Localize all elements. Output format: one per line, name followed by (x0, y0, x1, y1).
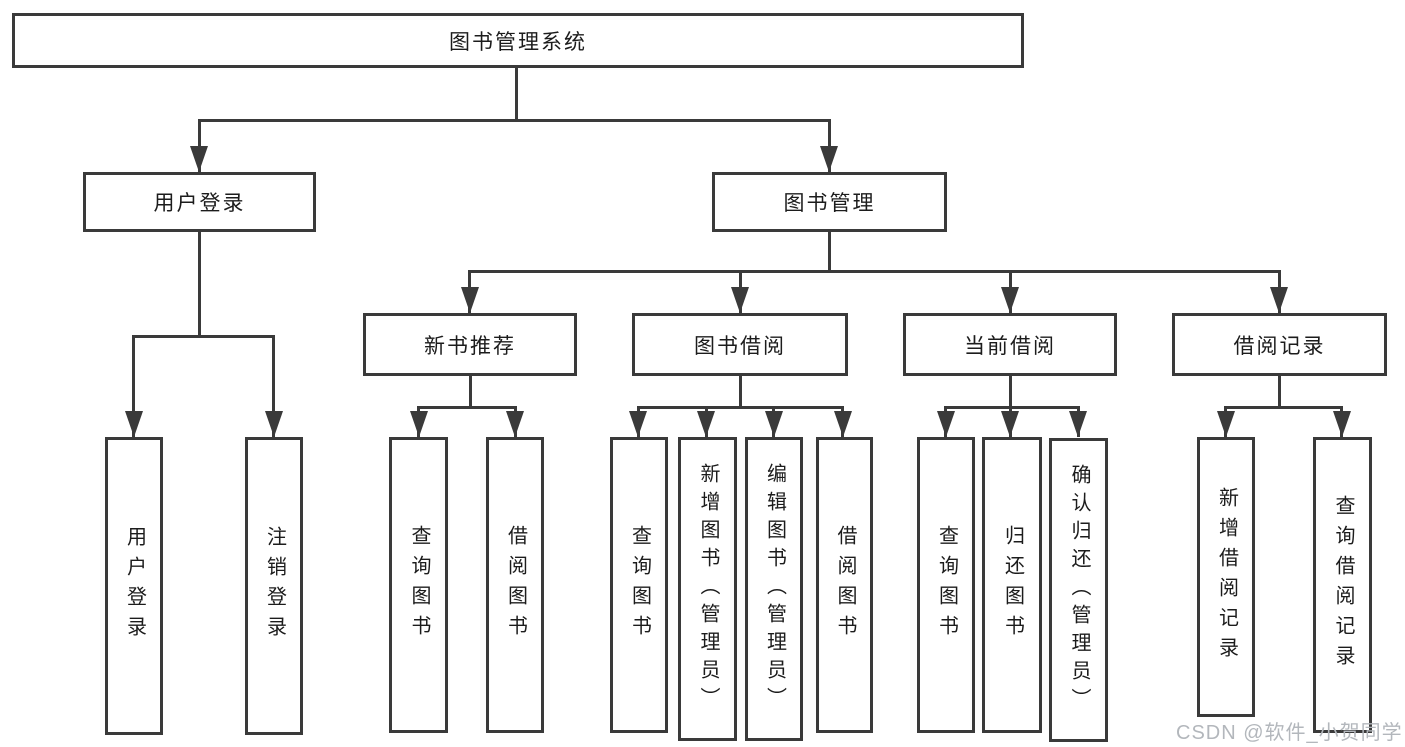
leaf-user-login: 用户登录 (105, 437, 163, 735)
arrow-down-icon (937, 411, 955, 437)
arrow-down-icon (820, 146, 838, 172)
leaf-label: 编辑图书（管理员） (763, 463, 786, 715)
connector-line (468, 270, 1281, 273)
connector-line (272, 335, 275, 437)
connector-line (828, 119, 831, 172)
arrow-down-icon (1270, 287, 1288, 313)
leaf-label: 查询借阅记录 (1332, 495, 1354, 675)
leaf-logout: 注销登录 (245, 437, 303, 735)
node-book-management: 图书管理 (712, 172, 947, 232)
connector-line (132, 335, 275, 338)
connector-line (828, 232, 831, 273)
arrow-down-icon (834, 411, 852, 437)
leaf-borrow-add-book-admin: 新增图书（管理员） (678, 437, 737, 741)
leaf-label: 查询图书 (408, 525, 430, 645)
arrow-down-icon (765, 411, 783, 437)
leaf-records-add-record: 新增借阅记录 (1197, 437, 1255, 717)
arrow-down-icon (506, 411, 524, 437)
leaf-label: 确认归还（管理员） (1068, 464, 1090, 716)
arrow-down-icon (410, 411, 428, 437)
node-book-borrowing: 图书借阅 (632, 313, 848, 376)
arrow-down-icon (1217, 411, 1235, 437)
node-borrowing-records: 借阅记录 (1172, 313, 1387, 376)
leaf-borrow-borrow-books: 借阅图书 (816, 437, 873, 733)
leaf-label: 查询图书 (935, 525, 958, 645)
node-new-book-recommend: 新书推荐 (363, 313, 577, 376)
watermark: CSDN @软件_小贺同学 (1176, 722, 1403, 744)
leaf-label: 新增借阅记录 (1215, 487, 1238, 667)
leaf-current-query-books: 查询图书 (917, 437, 975, 733)
leaf-borrow-query-books: 查询图书 (610, 437, 668, 733)
connector-line (469, 375, 472, 409)
leaf-recommend-query-books: 查询图书 (389, 437, 448, 733)
leaf-current-return-books: 归还图书 (982, 437, 1042, 733)
connector-line (739, 375, 742, 409)
leaf-current-confirm-return-admin: 确认归还（管理员） (1049, 438, 1108, 742)
arrow-down-icon (190, 146, 208, 172)
connector-line (198, 119, 201, 172)
leaf-label: 新增图书（管理员） (697, 463, 719, 715)
leaf-label: 归还图书 (1001, 525, 1024, 645)
arrow-down-icon (629, 411, 647, 437)
arrow-down-icon (125, 411, 143, 437)
arrow-down-icon (731, 287, 749, 313)
leaf-recommend-borrow-books: 借阅图书 (486, 437, 544, 733)
connector-line (1224, 406, 1343, 409)
node-library-system: 图书管理系统 (12, 13, 1024, 68)
leaf-borrow-edit-book-admin: 编辑图书（管理员） (745, 437, 803, 741)
arrow-down-icon (1001, 411, 1019, 437)
connector-line (944, 406, 1080, 409)
leaf-label: 查询图书 (628, 525, 651, 645)
node-current-borrowing: 当前借阅 (903, 313, 1117, 376)
leaf-records-query-record: 查询借阅记录 (1313, 437, 1372, 733)
arrow-down-icon (461, 287, 479, 313)
leaf-label: 借阅图书 (834, 525, 856, 645)
connector-line (132, 335, 135, 437)
leaf-label: 借阅图书 (504, 525, 527, 645)
arrow-down-icon (697, 411, 715, 437)
connector-line (417, 406, 517, 409)
connector-line (637, 406, 844, 409)
arrow-down-icon (1333, 411, 1351, 437)
arrow-down-icon (1069, 411, 1087, 437)
arrow-down-icon (1001, 287, 1019, 313)
connector-line (1278, 375, 1281, 409)
arrow-down-icon (265, 411, 283, 437)
leaf-label: 注销登录 (263, 526, 286, 646)
connector-line (1009, 375, 1012, 409)
leaf-label: 用户登录 (123, 526, 146, 646)
node-user-login: 用户登录 (83, 172, 316, 232)
connector-line (198, 232, 201, 338)
connector-line (198, 119, 831, 122)
connector-line (515, 68, 518, 122)
